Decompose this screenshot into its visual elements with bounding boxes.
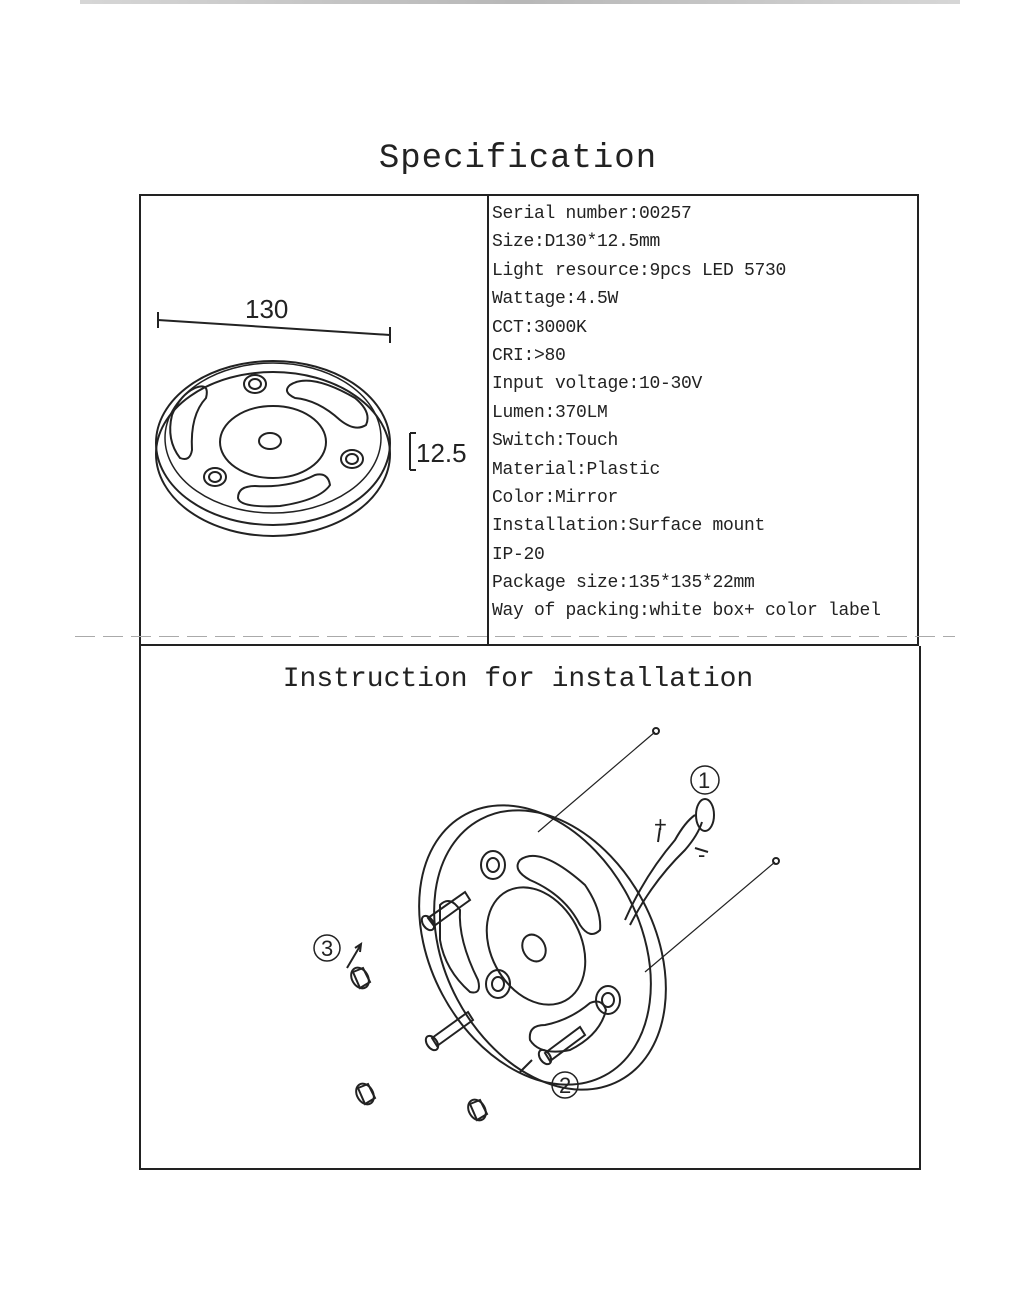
spec-serial-number: Serial number:00257: [492, 204, 692, 224]
scan-line: [75, 636, 955, 637]
step-2-number: 2: [559, 1073, 571, 1098]
spec-list: Serial number:00257 Size:D130*12.5mm Lig…: [492, 200, 881, 626]
spec-installation: Installation:Surface mount: [492, 516, 766, 537]
step-1-number: 1: [698, 768, 710, 793]
step-3-number: 3: [321, 936, 333, 961]
spec-switch: Switch:Touch: [492, 431, 619, 452]
spec-package-size: Package size:135*135*22mm: [492, 573, 755, 594]
wire-minus-sign: -: [698, 842, 705, 867]
spec-divider: [487, 194, 489, 646]
spec-size: Size:D130*12.5mm: [492, 232, 661, 253]
scan-edge: [80, 0, 960, 4]
spec-input-voltage: Input voltage:10-30V: [492, 374, 703, 395]
installation-title: Instruction for installation: [282, 664, 754, 695]
spec-packing: Way of packing:white box+ color label: [492, 601, 881, 622]
spec-ip-rating: IP-20: [492, 544, 545, 565]
spec-cri: CRI:>80: [492, 345, 566, 366]
spec-lumen: Lumen:370LM: [492, 402, 608, 423]
spec-wattage: Wattage:4.5W: [492, 289, 619, 310]
wire-plus-sign: +: [654, 812, 667, 837]
spec-material: Material:Plastic: [492, 459, 661, 480]
installation-drawing: 1 2 3 + -: [313, 727, 780, 1122]
diameter-label: 130: [245, 294, 288, 324]
product-drawing: 130 12.5: [155, 294, 467, 537]
height-label: 12.5: [416, 438, 467, 468]
spec-light-resource: Light resource:9pcs LED 5730: [492, 260, 787, 281]
spec-color: Color:Mirror: [492, 487, 619, 508]
installation-box: [139, 646, 921, 1170]
spec-cct: CCT:3000K: [492, 317, 587, 338]
specification-box: [139, 194, 919, 646]
page-title: Specification: [378, 140, 658, 178]
